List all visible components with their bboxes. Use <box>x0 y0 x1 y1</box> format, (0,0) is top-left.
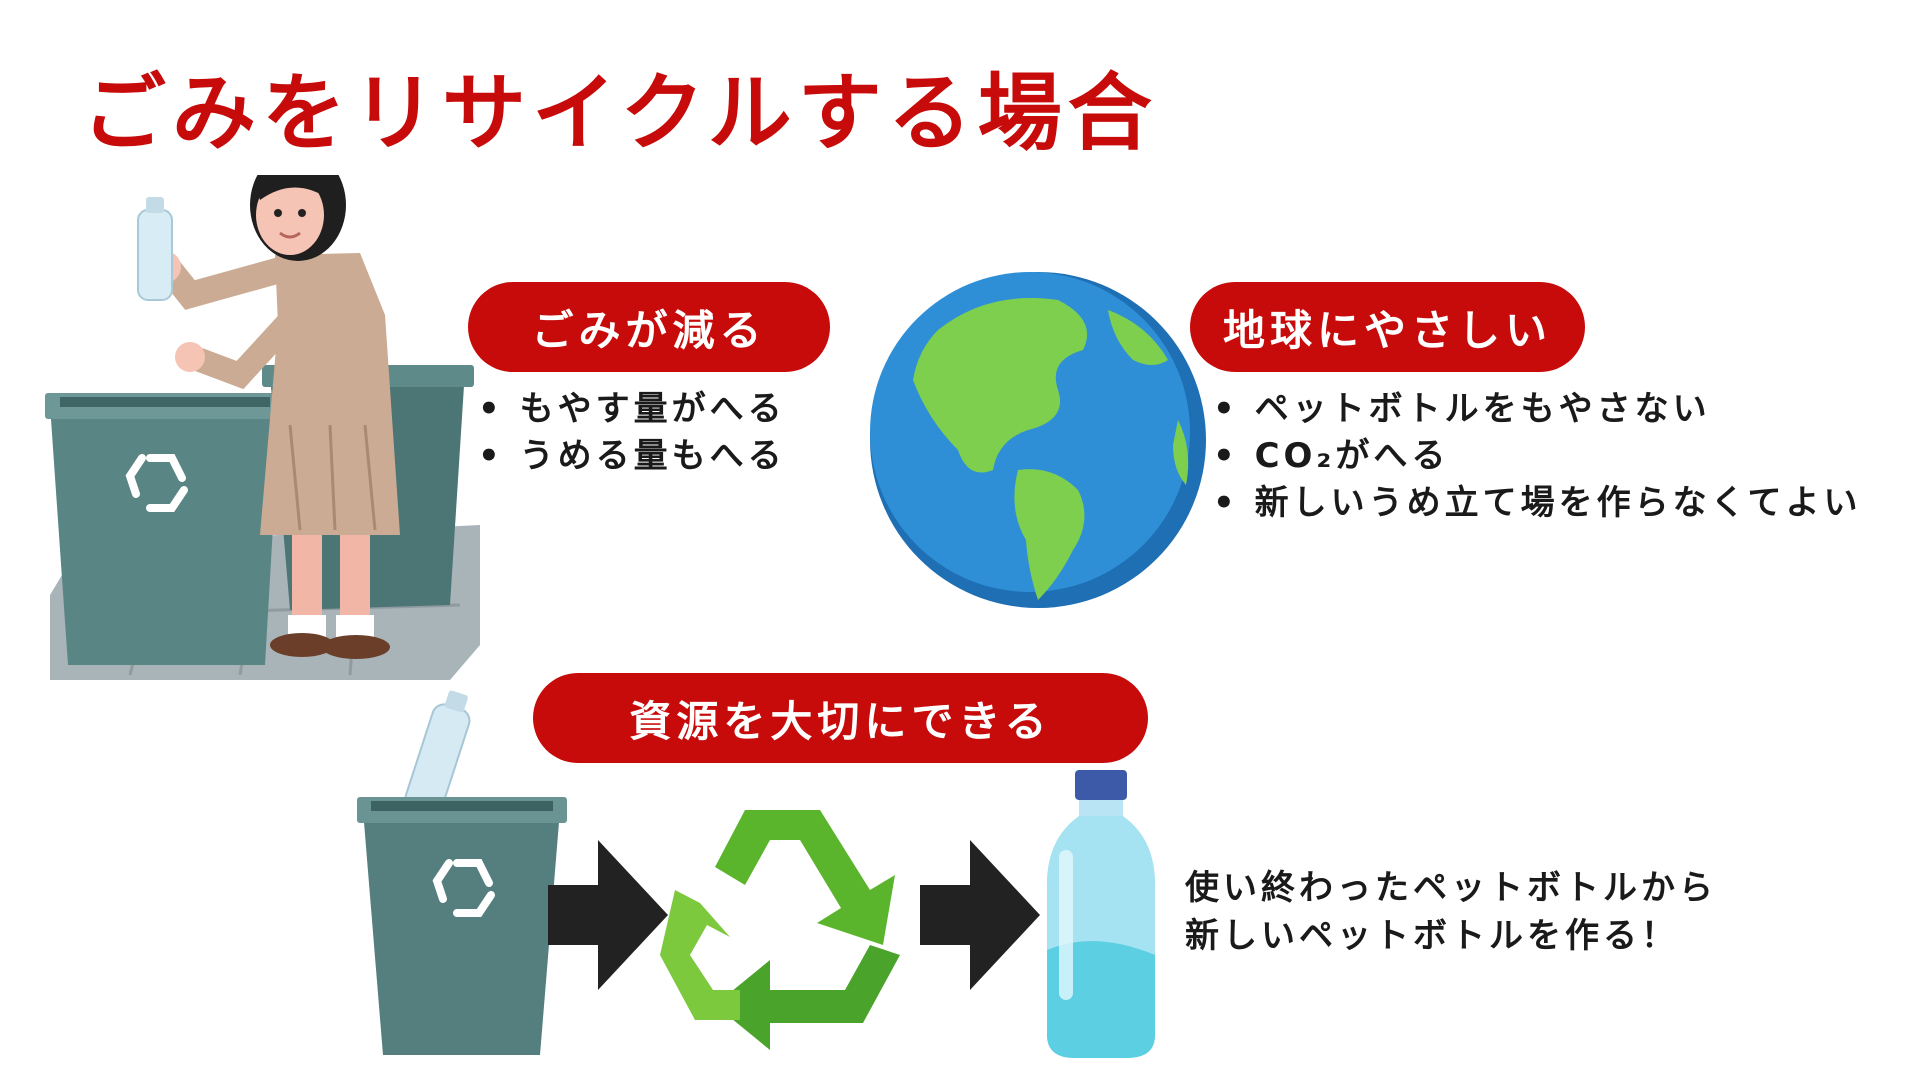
plastic-bottle-icon <box>1035 770 1165 1060</box>
bottle-to-bottle-caption: 使い終わったペットボトルから 新しいペットボトルを作る！ <box>1185 864 1717 960</box>
arrow-right-icon <box>548 840 668 990</box>
reduce-waste-list: もやす量がへる うめる量もへる <box>478 386 786 480</box>
globe-icon <box>868 270 1208 610</box>
recycle-symbol-icon <box>645 795 920 1055</box>
woman-recycling-illustration <box>40 175 490 685</box>
caption-line: 新しいペットボトルを作る！ <box>1185 916 1679 956</box>
page-title: ごみをリサイクルする場合 <box>82 64 1158 162</box>
save-resources-label: 資源を大切にできる <box>533 673 1148 763</box>
earth-friendly-label: 地球にやさしい <box>1190 282 1585 372</box>
reduce-waste-label: ごみが減る <box>468 282 830 372</box>
list-item: うめる量もへる <box>478 433 786 480</box>
list-item: ペットボトルをもやさない <box>1213 386 1862 433</box>
list-item: もやす量がへる <box>478 386 786 433</box>
list-item: CO₂がへる <box>1213 433 1862 480</box>
caption-line: 使い終わったペットボトルから <box>1185 868 1717 908</box>
arrow-right-icon <box>920 840 1040 990</box>
recycle-bin-icon <box>355 685 570 1060</box>
list-item: 新しいうめ立て場を作らなくてよい <box>1213 480 1862 527</box>
earth-friendly-list: ペットボトルをもやさない CO₂がへる 新しいうめ立て場を作らなくてよい <box>1213 386 1862 527</box>
